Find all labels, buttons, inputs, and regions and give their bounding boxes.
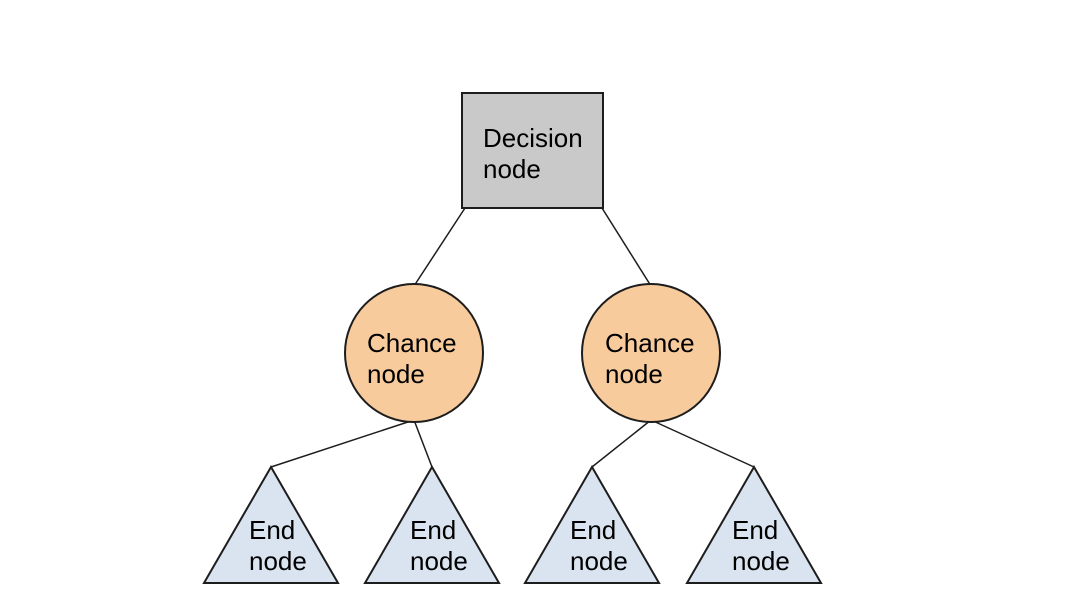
decision-node: Decision node (461, 92, 604, 209)
end-node-1: End node (202, 465, 340, 584)
chance-node-right-label-line1: Chance (605, 328, 695, 358)
chance-node-right: Chance node (581, 283, 721, 423)
edge-decision-to-chance-right (601, 207, 652, 287)
edge-decision-to-chance-left (413, 207, 466, 287)
end-node-3-label-line1: End (570, 515, 616, 545)
end-node-3-triangle (523, 465, 661, 584)
end-node-4-label-line1: End (732, 515, 778, 545)
end-node-1-triangle (202, 465, 340, 584)
chance-node-right-circle (581, 283, 721, 423)
edge-chance-right-to-end-4 (650, 419, 755, 468)
chance-node-left-label-line1: Chance (367, 328, 457, 358)
edge-chance-left-to-end-2 (413, 419, 433, 468)
end-node-2: End node (363, 465, 501, 584)
end-node-2-triangle (363, 465, 501, 584)
end-node-3-label-line2: node (570, 546, 628, 576)
chance-node-left-circle (344, 283, 484, 423)
decision-node-label-line1: Decision (483, 123, 583, 153)
chance-node-left: Chance node (344, 283, 484, 423)
decision-node-label-line2: node (483, 154, 541, 184)
chance-node-left-label-line2: node (367, 359, 425, 389)
end-node-4-label-line2: node (732, 546, 790, 576)
end-node-4-triangle (685, 465, 823, 584)
edge-chance-left-to-end-1 (270, 419, 415, 468)
end-node-4: End node (685, 465, 823, 584)
end-node-3: End node (523, 465, 661, 584)
chance-node-right-label-line2: node (605, 359, 663, 389)
end-node-1-label-line2: node (249, 546, 307, 576)
edge-chance-right-to-end-3 (591, 419, 652, 468)
end-node-2-label-line2: node (410, 546, 468, 576)
end-node-1-label-line1: End (249, 515, 295, 545)
decision-node-square (461, 92, 604, 209)
end-node-2-label-line1: End (410, 515, 456, 545)
edges (270, 207, 755, 468)
